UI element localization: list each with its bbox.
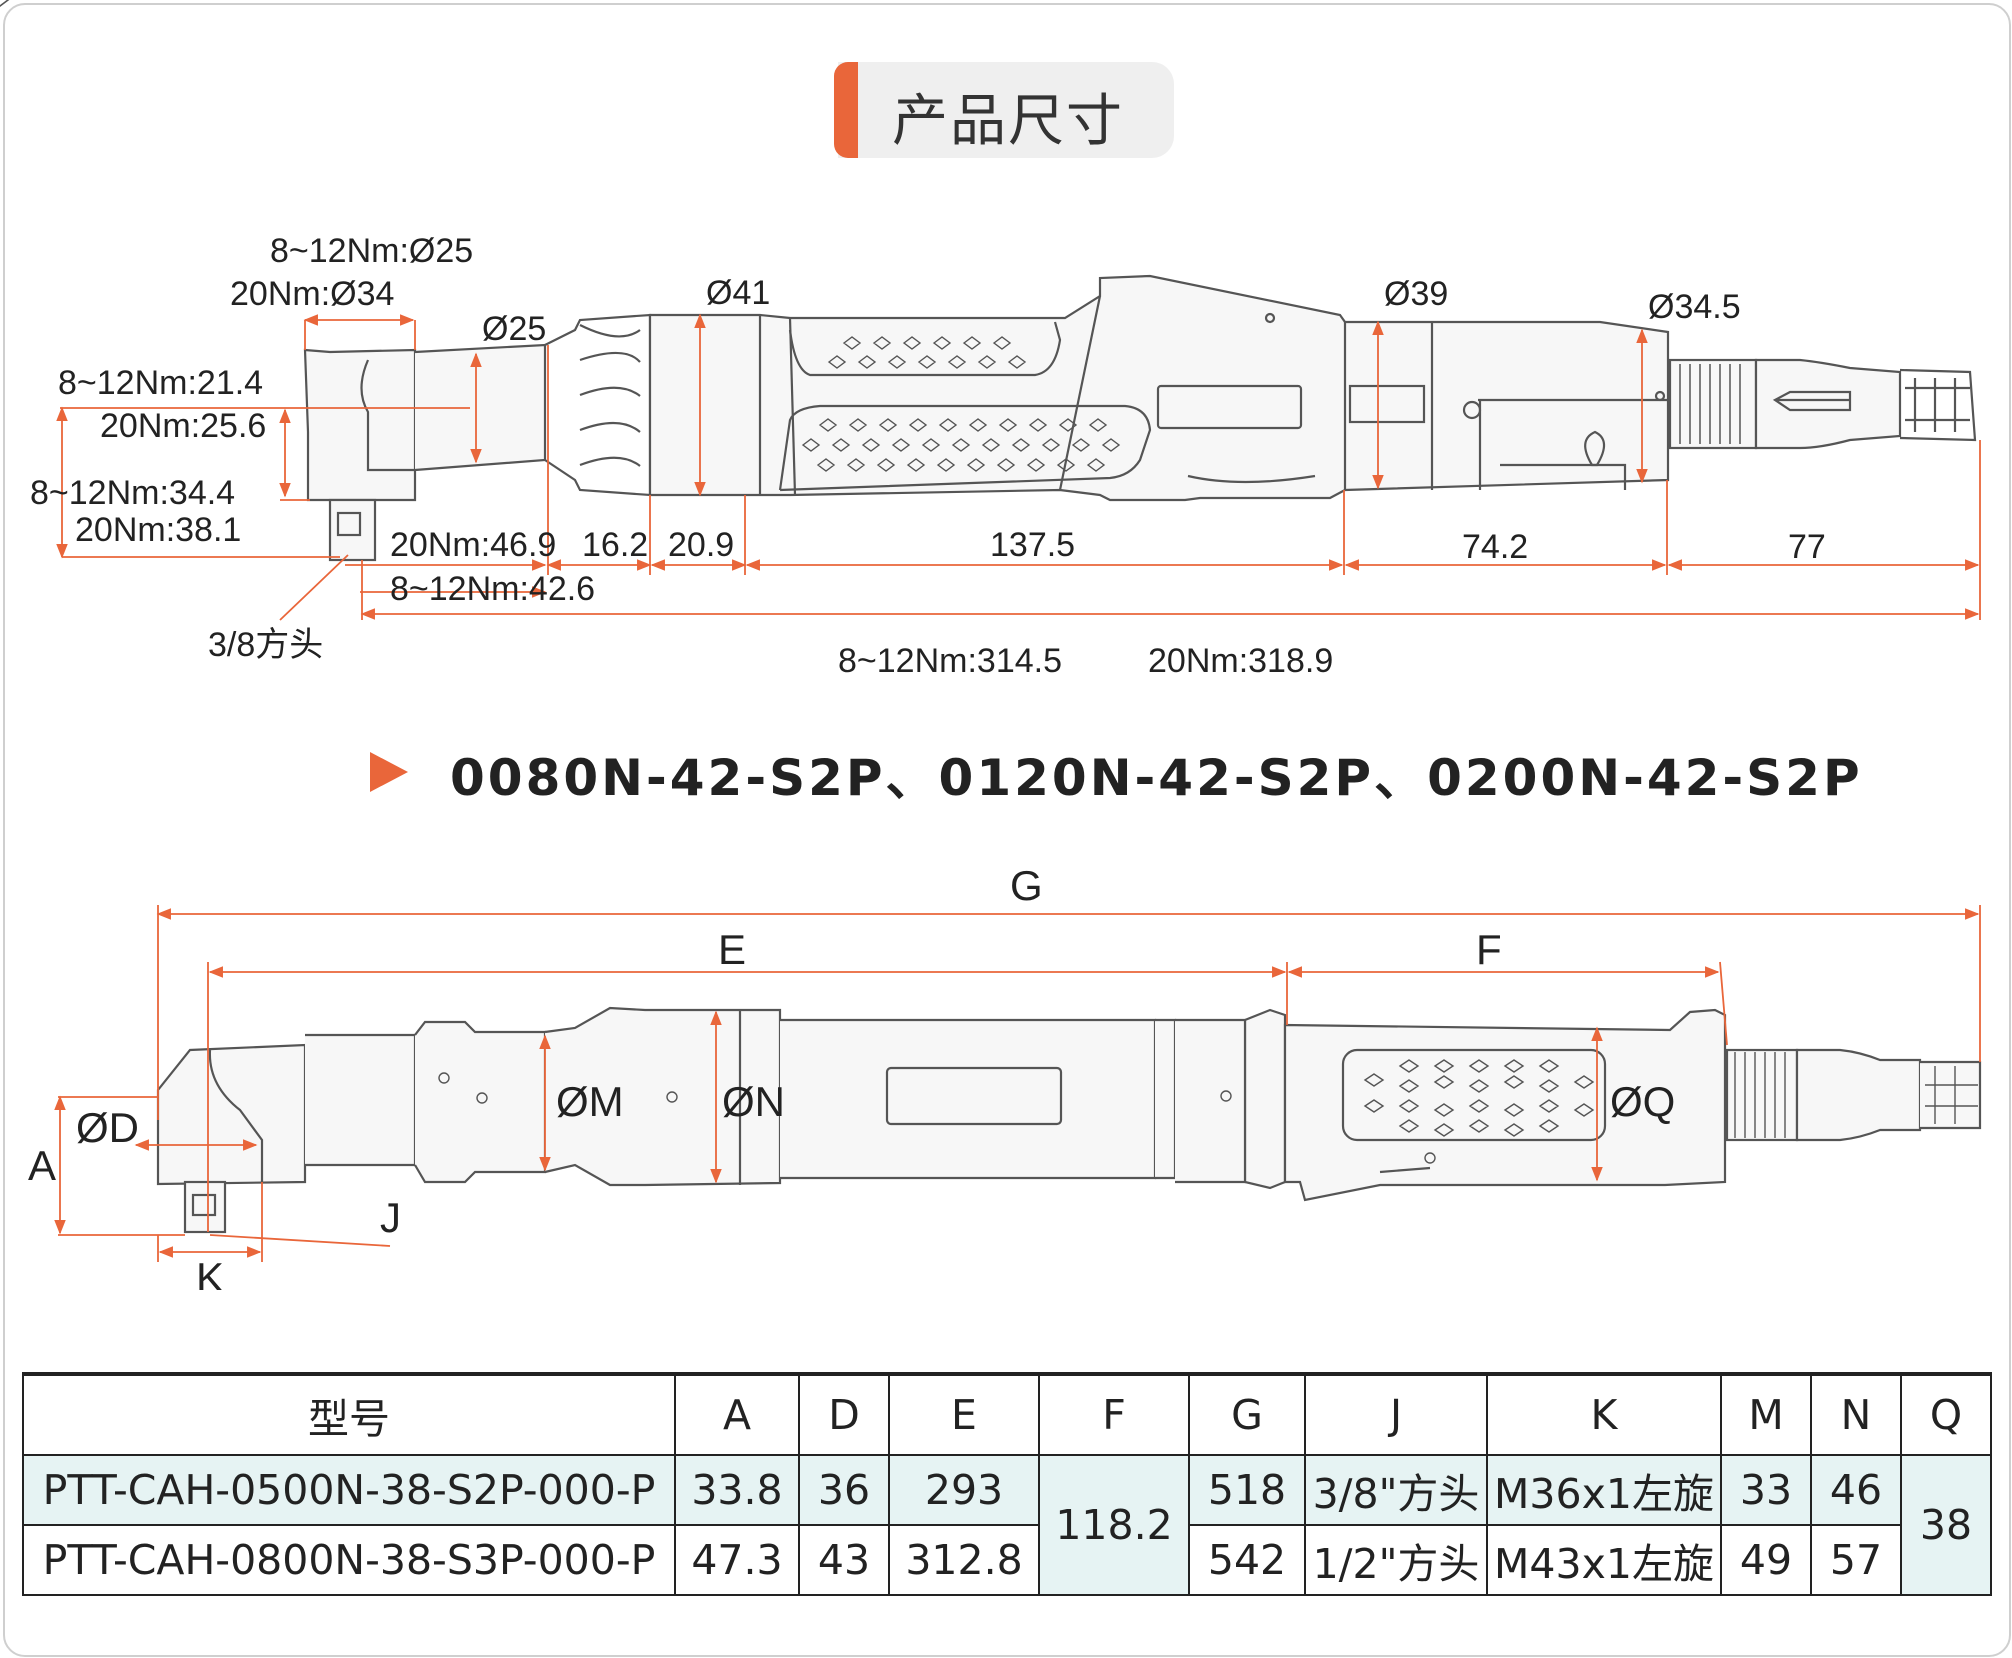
dim-N: ØN — [722, 1078, 785, 1125]
dim-J: J — [380, 1194, 401, 1241]
cell-A: 33.8 — [674, 1454, 800, 1526]
cell-D: 36 — [798, 1454, 890, 1526]
col-model: 型号 — [22, 1373, 676, 1456]
cell-model: PTT-CAH-0800N-38-S3P-000-P — [22, 1524, 676, 1596]
col-J: J — [1304, 1373, 1488, 1456]
col-M: M — [1720, 1373, 1812, 1456]
cell-M: 33 — [1720, 1454, 1812, 1526]
col-A: A — [674, 1373, 800, 1456]
dim-l5: 74.2 — [1462, 528, 1528, 566]
cell-F-shared: 118.2 — [1038, 1454, 1190, 1596]
cell-N: 57 — [1810, 1524, 1902, 1596]
dim-E: E — [718, 926, 746, 973]
col-D: D — [798, 1373, 890, 1456]
dim-h3: 8~12Nm:34.4 — [30, 474, 235, 512]
dim-l3: 20.9 — [668, 526, 734, 564]
dim-d4: Ø41 — [706, 274, 770, 312]
diagram-top: 8~12Nm:Ø25 20Nm:Ø34 Ø25 Ø41 Ø39 Ø34.5 8~… — [0, 0, 1981, 680]
dim-M: ØM — [556, 1078, 624, 1125]
dim-K: K — [196, 1254, 224, 1290]
dim-F: F — [1476, 926, 1502, 973]
spec-table: 型号 A D E F G J K M N Q PTT-CAH-0500N-38-… — [22, 1372, 1992, 1596]
dim-A: A — [28, 1142, 56, 1189]
cell-E: 312.8 — [888, 1524, 1040, 1596]
col-G: G — [1188, 1373, 1306, 1456]
cell-K: M36x1左旋 — [1486, 1454, 1722, 1526]
cell-J: 1/2"方头 — [1304, 1524, 1488, 1596]
dim-l4: 137.5 — [990, 526, 1075, 564]
model-list: 0080N-42-S2P、0120N-42-S2P、0200N-42-S2P — [450, 749, 1863, 807]
cell-model: PTT-CAH-0500N-38-S2P-000-P — [22, 1454, 676, 1526]
cell-K: M43x1左旋 — [1486, 1524, 1722, 1596]
dim-l1: 20Nm:46.9 — [390, 526, 556, 564]
dim-l6: 77 — [1788, 528, 1826, 566]
cell-Q-shared: 38 — [1900, 1454, 1992, 1596]
dim-h1: 8~12Nm:21.4 — [58, 364, 263, 402]
col-F: F — [1038, 1373, 1190, 1456]
dim-d6: Ø34.5 — [1648, 288, 1741, 326]
dim-d2: 20Nm:Ø34 — [230, 275, 394, 313]
cell-D: 43 — [798, 1524, 890, 1596]
dim-Q: ØQ — [1610, 1078, 1675, 1125]
cell-A: 47.3 — [674, 1524, 800, 1596]
dim-d3: Ø25 — [482, 310, 546, 348]
table-row: PTT-CAH-0500N-38-S2P-000-P 33.8 36 293 1… — [22, 1454, 1992, 1596]
dim-total2: 20Nm:318.9 — [1148, 642, 1333, 680]
cell-J: 3/8"方头 — [1304, 1454, 1488, 1526]
dim-G: G — [1010, 862, 1043, 909]
dim-l2: 16.2 — [582, 526, 648, 564]
page-title: 产品尺寸 — [892, 89, 1124, 154]
cell-N: 46 — [1810, 1454, 1902, 1526]
dim-total1: 8~12Nm:314.5 — [838, 642, 1062, 680]
cell-G: 518 — [1188, 1454, 1306, 1526]
play-icon — [370, 752, 408, 792]
dim-d1: 8~12Nm:Ø25 — [270, 232, 473, 270]
cell-E: 293 — [888, 1454, 1040, 1526]
col-E: E — [888, 1373, 1040, 1456]
dim-h2: 20Nm:25.6 — [100, 407, 266, 445]
cell-G: 542 — [1188, 1524, 1306, 1596]
title-badge — [834, 62, 1174, 158]
col-N: N — [1810, 1373, 1902, 1456]
dim-d5: Ø39 — [1384, 275, 1448, 313]
dim-h4: 20Nm:38.1 — [75, 511, 241, 549]
col-K: K — [1486, 1373, 1722, 1456]
cell-M: 49 — [1720, 1524, 1812, 1596]
dim-l7: 8~12Nm:42.6 — [390, 570, 595, 608]
square-drive-label: 3/8方头 — [208, 626, 323, 664]
col-Q: Q — [1900, 1373, 1992, 1456]
table-row: PTT-CAH-0800N-38-S3P-000-P 47.3 43 312.8… — [22, 1524, 1991, 1596]
diagram-bottom: G E F ØD A ØM ØN ØQ J K — [28, 862, 1982, 1290]
dim-D: ØD — [76, 1104, 139, 1151]
